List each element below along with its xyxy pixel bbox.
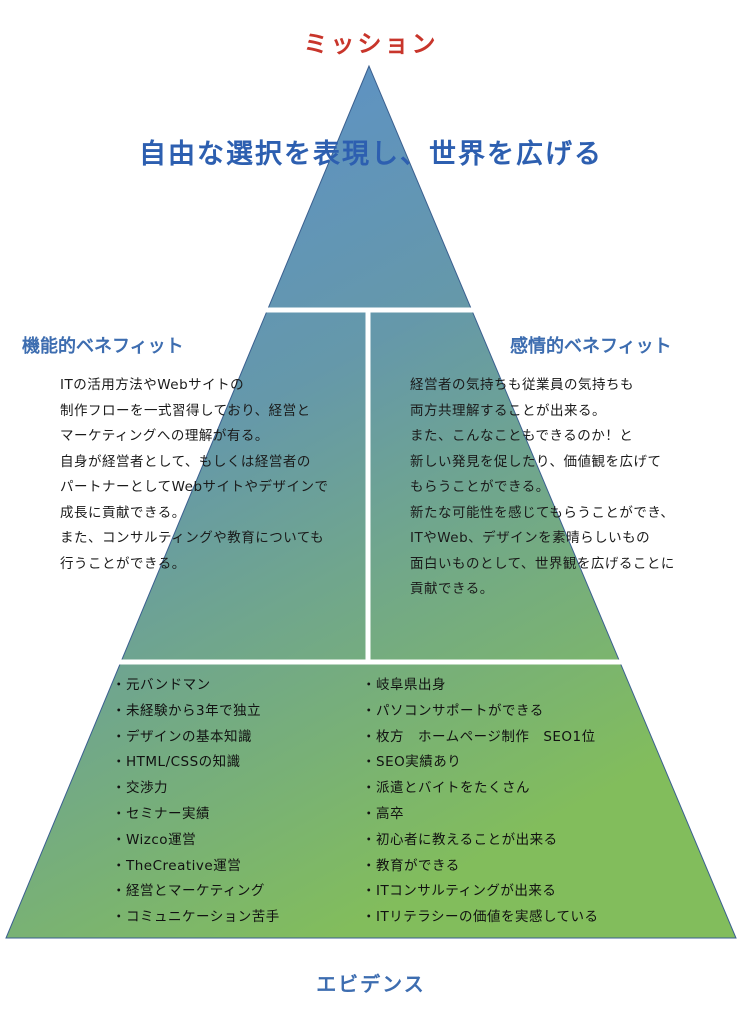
text-line: 経営者の気持ちも従業員の気持ちも [410, 377, 634, 393]
functional-benefit-title: 機能的ベネフィット [22, 336, 184, 357]
text-line: 両方共理解することが出来る。 [410, 402, 606, 419]
text-line: また、こんなこともできるのか！と [410, 428, 634, 444]
list-item: 岐阜県出身 [362, 673, 599, 699]
list-item: HTML/CSSの知識 [112, 750, 280, 776]
list-item: 高卒 [362, 802, 599, 828]
text-line: 面白いものとして、世界観を広げることに [410, 555, 675, 572]
list-item: SEO実績あり [362, 750, 599, 776]
list-item: デザインの基本知識 [112, 725, 280, 751]
text-line: 新たな可能性を感じてもらうことができ、 [410, 504, 675, 521]
list-item: パソコンサポートができる [362, 699, 599, 725]
list-item: 教育ができる [362, 854, 599, 880]
text-line: 成長に貢献できる。 [60, 504, 186, 521]
list-item: ITコンサルティングが出来る [362, 879, 599, 905]
text-line: 新しい発見を促したり、価値観を広げて [410, 453, 662, 470]
text-line: 自身が経営者として、もしくは経営者の [60, 453, 311, 470]
text-line: ITの活用方法やWebサイトの [60, 377, 245, 393]
functional-benefit-text: ITの活用方法やWebサイトの 制作フローを一式習得しており、経営と マーケティ… [60, 373, 360, 577]
list-item: ITリテラシーの価値を実感している [362, 905, 599, 931]
text-line: また、コンサルティングや教育についても [60, 530, 325, 546]
text-line: 貢献できる。 [410, 581, 494, 597]
list-item: 枚方 ホームページ制作 SEO1位 [362, 725, 599, 751]
text-line: 行うことができる。 [60, 555, 186, 572]
evidence-label: エビデンス [316, 972, 426, 996]
list-item: コミュニケーション苦手 [112, 905, 280, 931]
evidence-list-right: 岐阜県出身 パソコンサポートができる 枚方 ホームページ制作 SEO1位 SEO… [362, 673, 599, 931]
list-item: 交渉力 [112, 776, 280, 802]
mission-label: ミッション [303, 30, 439, 58]
mission-statement: 自由な選択を表現し、世界を広げる [139, 139, 603, 170]
list-item: 派遣とバイトをたくさん [362, 776, 599, 802]
list-item: TheCreative運営 [112, 854, 280, 880]
list-item: 経営とマーケティング [112, 879, 280, 905]
text-line: パートナーとしてWebサイトやデザインで [60, 479, 329, 495]
list-item: セミナー実績 [112, 802, 280, 828]
text-line: もらうことができる。 [410, 479, 550, 495]
text-line: 制作フローを一式習得しており、経営と [60, 402, 311, 419]
text-line: ITやWeb、デザインを素晴らしいもの [410, 530, 651, 546]
list-item: 元バンドマン [112, 673, 280, 699]
list-item: 初心者に教えることが出来る [362, 828, 599, 854]
list-item: Wizco運営 [112, 828, 280, 854]
text-line: マーケティングへの理解が有る。 [60, 428, 269, 444]
emotional-benefit-title: 感情的ベネフィット [510, 336, 672, 357]
emotional-benefit-text: 経営者の気持ちも従業員の気持ちも 両方共理解することが出来る。 また、こんなこと… [410, 373, 710, 603]
evidence-list-left: 元バンドマン 未経験から3年で独立 デザインの基本知識 HTML/CSSの知識 … [112, 673, 280, 931]
list-item: 未経験から3年で独立 [112, 699, 280, 725]
